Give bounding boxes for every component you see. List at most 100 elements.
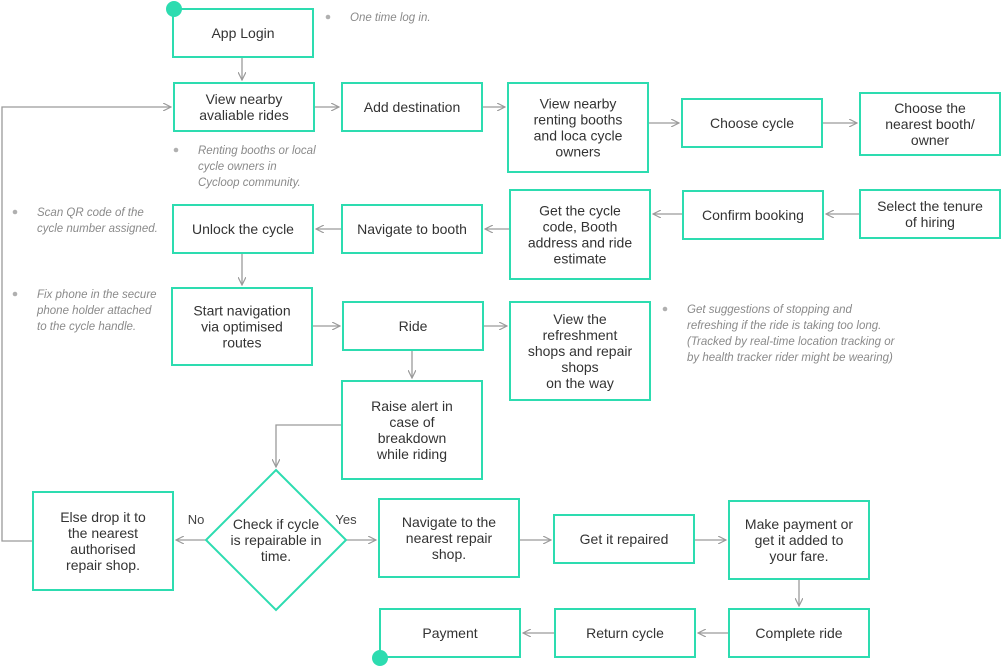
node-label: shops and repair (528, 343, 633, 359)
node-add-destination: Add destination (341, 82, 483, 132)
node-box (171, 287, 313, 366)
node-box (341, 380, 483, 480)
node-label: Select the tenure (877, 198, 983, 214)
note-line: Get suggestions of stopping and (687, 304, 853, 316)
node-label: repair shop. (66, 557, 140, 573)
node-box (341, 204, 483, 254)
node-label: Else drop it to (60, 509, 146, 525)
node-label: Unlock the cycle (192, 221, 294, 237)
node-label: Get the cycle (539, 203, 621, 219)
node-label: authorised (70, 541, 135, 557)
node-label: Confirm booking (702, 207, 804, 223)
note-line: to the cycle handle. (37, 321, 136, 333)
node-box (172, 204, 314, 254)
node-box (728, 500, 870, 580)
node-box (172, 8, 314, 58)
note-suggest-note: Get suggestions of stopping and refreshin… (662, 304, 896, 364)
node-label: View the (553, 311, 607, 327)
node-label: case of (389, 414, 434, 430)
node-label: routes (223, 335, 262, 351)
node-box (682, 190, 824, 240)
node-box (859, 189, 1001, 239)
node-confirm-booking: Confirm booking (682, 190, 824, 240)
node-label: via optimised (201, 319, 283, 335)
note-bullet (662, 306, 668, 312)
note-line: One time log in. (350, 12, 431, 24)
node-box (554, 608, 696, 658)
node-label: Check if cycle (233, 516, 320, 532)
node-label: nearest booth/ (885, 116, 975, 132)
node-label: View nearby (540, 96, 617, 112)
node-label: shops (561, 359, 598, 375)
node-box (509, 301, 651, 401)
node-box (342, 301, 484, 351)
node-label: while riding (376, 446, 447, 462)
node-label: Raise alert in (371, 398, 453, 414)
node-label: address and ride (528, 235, 633, 251)
node-label: renting booths (534, 112, 623, 128)
node-label: Navigate to booth (357, 221, 467, 237)
node-label: Get it repaired (580, 531, 669, 547)
start-dot (166, 1, 182, 17)
node-label: Add destination (364, 99, 461, 115)
note-booths-note: Renting booths or local cycle owners in Cy… (173, 145, 316, 189)
node-label: shop. (432, 546, 466, 562)
node-label: Payment (422, 625, 477, 641)
node-box (859, 92, 1001, 156)
node-label: time. (261, 548, 291, 564)
note-line: cycle owners in (198, 161, 277, 173)
node-label: your fare. (769, 548, 828, 564)
connector-arrow (276, 424, 342, 467)
note-line: Renting booths or local (198, 145, 316, 157)
note-line: Fix phone in the secure (37, 289, 157, 301)
note-line: Scan QR code of the (37, 207, 144, 219)
note-login-note: One time log in. (325, 12, 431, 24)
node-choose-cycle: Choose cycle (681, 98, 823, 148)
annotations: One time log in. Renting booths or local c… (12, 12, 896, 364)
connectors (1, 57, 860, 633)
node-label: Return cycle (586, 625, 664, 641)
node-box (32, 491, 174, 591)
node-get-repaired: Get it repaired (553, 514, 695, 564)
node-label: Choose cycle (710, 115, 794, 131)
node-label: Complete ride (755, 625, 842, 641)
node-label: Choose the (894, 100, 966, 116)
node-box (341, 82, 483, 132)
node-label: get it added to (755, 532, 844, 548)
node-box (509, 189, 651, 280)
note-bullet (12, 291, 18, 297)
node-navigate-booth: Navigate to booth (341, 204, 483, 254)
node-unlock-cycle: Unlock the cycle (172, 204, 314, 254)
note-line: Cycloop community. (198, 177, 301, 189)
node-label: App Login (211, 25, 274, 41)
node-complete-ride: Complete ride (728, 608, 870, 658)
node-box (553, 514, 695, 564)
note-phone-note: Fix phone in the secure phone holder atta… (12, 289, 157, 333)
note-line: by health tracker rider might be wearing… (687, 352, 893, 364)
note-line: refreshing if the ride is taking too lon… (687, 320, 881, 332)
note-line: phone holder attached (36, 305, 152, 317)
node-label: Ride (399, 318, 428, 334)
node-label: View nearby (206, 91, 283, 107)
node-box (378, 498, 520, 578)
node-label: code, Booth (543, 219, 618, 235)
node-label: Navigate to the (402, 514, 496, 530)
decision-diamond (204, 468, 348, 612)
note-bullet (173, 147, 179, 153)
node-label: of hiring (905, 214, 955, 230)
node-box (173, 82, 315, 132)
node-return-cycle: Return cycle (554, 608, 696, 658)
note-line: (Tracked by real-time location tracking … (687, 336, 896, 348)
note-bullet (12, 209, 18, 215)
note-bullet (325, 14, 331, 20)
